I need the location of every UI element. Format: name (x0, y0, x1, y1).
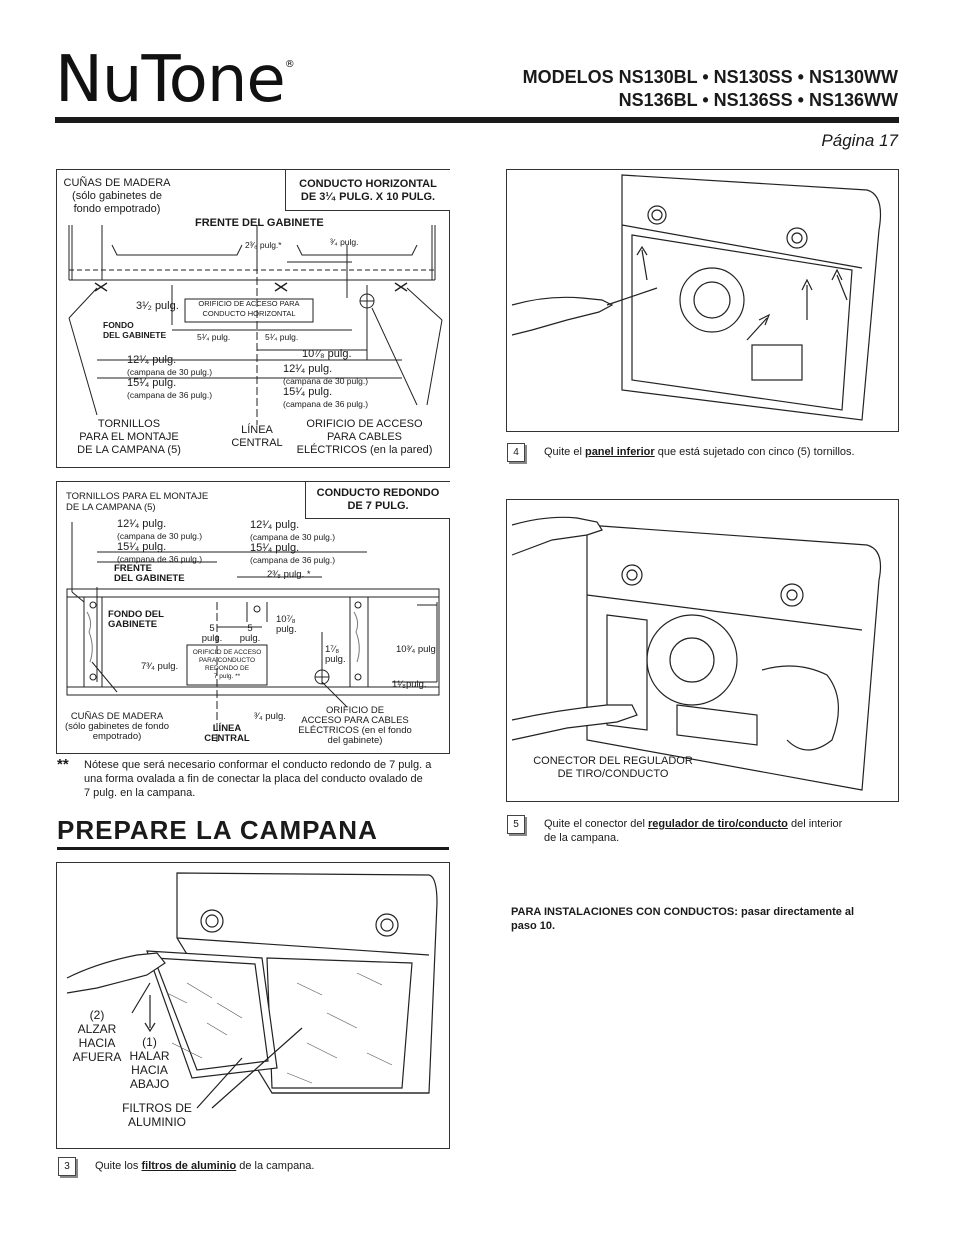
diagram-round-duct-drawing (66, 522, 440, 745)
step-3-text: Quite los filtros de aluminio de la camp… (95, 1160, 315, 1172)
dim-right-group-2: 12¹⁄₄ pulg. (campana de 30 pulg.) 15¹⁄₄ … (250, 519, 336, 565)
footnote-text: Nótese que será necesario conformar el c… (84, 759, 432, 799)
dim-right-group: 12¹⁄₄ pulg. (campana de 30 pulg.) 15¹⁄₄ … (283, 363, 369, 409)
step-4-number: 4 (507, 443, 525, 462)
diagram1-title-box: CONDUCTO HORIZONTAL DE 3¹⁄₄ PULG. X 10 P… (285, 170, 450, 211)
dim-5-1-4-right: 5¹⁄₄ pulg. (265, 332, 299, 342)
figure-remove-bottom-panel (506, 169, 899, 432)
footnote-marker: ** (57, 756, 69, 773)
section-title: PREPARE LA CAMPANA (57, 815, 378, 845)
dim-3-4: ³⁄₄ pulg. (330, 237, 359, 247)
step-4-text: Quite el panel inferior que está sujetad… (544, 446, 855, 458)
dim-5-1-4-left: 5¹⁄₄ pulg. (197, 332, 231, 342)
dim-7-3-4: 7³⁄₄ pulg. (141, 661, 179, 672)
figure-remove-filters-drawing (66, 872, 438, 1109)
header-rule (55, 117, 899, 123)
dim-2-3-8: 2³⁄₈ pulg.* (245, 240, 282, 250)
dim-3-4-b: ³⁄₄ pulg. (254, 711, 286, 722)
dim-left-group: 12¹⁄₄ pulg. (campana de 30 pulg.) 15¹⁄₄ … (127, 354, 213, 400)
dim-3-1-2: 3¹⁄₂ pulg. (136, 300, 179, 312)
diagram-horizontal-duct: CONDUCTO HORIZONTAL DE 3¹⁄₄ PULG. X 10 P… (56, 169, 450, 468)
step-5-number: 5 (507, 815, 525, 834)
diagram-round-duct: CONDUCTO REDONDO DE 7 PULG. TORNILLOS PA… (56, 481, 450, 754)
brand-logo: NuTone® (55, 43, 295, 117)
dim-10-3-4: 10³⁄₄ pulg (396, 644, 436, 655)
step-5-text: Quite el conector del regulador de tiro/… (544, 818, 843, 844)
model-numbers: MODELOS NS130BL • NS130SS • NS130WW NS13… (522, 67, 898, 110)
dim-10-7-8: 10⁷⁄₈ pulg. (302, 348, 352, 360)
dim-1-1-8: 1¹⁄₈pulg. (392, 679, 427, 690)
figure-remove-damper-connector-drawing (511, 516, 882, 791)
section-rule (57, 847, 449, 850)
step-3-number: 3 (58, 1157, 76, 1176)
diagram2-title-box: CONDUCTO REDONDO DE 7 PULG. (305, 482, 450, 519)
cabinet-front-label: FRENTE DEL GABINETE (195, 217, 324, 229)
page-number: Página 17 (821, 131, 898, 150)
ducted-install-note: PARA INSTALACIONES CON CONDUCTOS: pasar … (511, 906, 855, 932)
diagram-horizontal-duct-drawing (68, 225, 443, 425)
dim-2-3-8-b: 2³⁄₈ pulg. * (267, 569, 311, 580)
dim-left-group-2: 12¹⁄₄ pulg. (campana de 30 pulg.) 15¹⁄₄ … (117, 518, 203, 564)
figure-remove-bottom-panel-drawing (511, 174, 882, 421)
